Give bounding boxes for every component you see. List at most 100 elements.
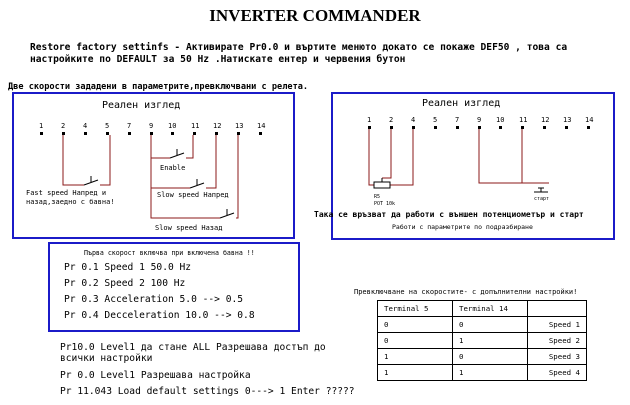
table-cell: Speed 4 <box>527 364 587 381</box>
pot-label-2: POT 10k <box>374 201 395 207</box>
speed-switch-table: Terminal 5 Terminal 14 0 0 Speed 1 0 1 S… <box>377 300 587 381</box>
right-terminal-label: 10 <box>496 116 504 124</box>
potentiometer-symbol <box>373 181 391 189</box>
right-terminal-dot <box>456 126 459 129</box>
switch-contact-slow-rev <box>219 212 235 219</box>
left-wire-fast-return <box>100 135 111 186</box>
params-box <box>48 242 300 332</box>
table-cell: Speed 1 <box>527 316 587 333</box>
two-speeds-heading: Две скорости зададени в параметрите,прев… <box>8 82 309 92</box>
right-terminal-label: 9 <box>477 116 481 124</box>
switch-contact-enable <box>169 152 185 159</box>
table-cell: 0 <box>452 316 528 333</box>
table-cell: 0 <box>452 348 528 365</box>
left-terminal-label: 5 <box>105 122 109 130</box>
restore-line-1: Restore factory settinfs - Активирате Pr… <box>30 42 568 53</box>
pot-label-1: R5 <box>374 194 380 200</box>
left-terminal-label: 1 <box>39 122 43 130</box>
table-cell: 1 <box>452 332 528 349</box>
table-cell: 1 <box>452 364 528 381</box>
right-terminal-dot <box>565 126 568 129</box>
table-cell: Speed 3 <box>527 348 587 365</box>
param-line: Pr 0.1 Speed 1 50.0 Hz <box>64 262 192 273</box>
right-caption-1: Така се връзват да работи с външен потен… <box>314 209 584 219</box>
right-terminal-dot <box>390 126 393 129</box>
left-terminal-dot <box>193 132 196 135</box>
right-terminal-label: 12 <box>541 116 549 124</box>
table-cell: 1 <box>377 364 453 381</box>
start-wire <box>478 129 534 184</box>
right-terminal-label: 5 <box>433 116 437 124</box>
param-line: Pr 0.3 Acceleration 5.0 --> 0.5 <box>64 294 244 305</box>
param-line: Pr 0.2 Speed 2 100 Hz <box>64 278 186 289</box>
note-level-all: Pr10.0 Level1 да стане ALL Разрешава дос… <box>60 342 326 353</box>
note-level-all-cont: всички настройки <box>60 353 153 364</box>
switch-contact-fast <box>83 179 99 186</box>
right-terminal-label: 1 <box>367 116 371 124</box>
right-terminal-dot <box>521 126 524 129</box>
table-cell: 0 <box>377 316 453 333</box>
right-terminal-dot <box>478 126 481 129</box>
right-terminal-label: 4 <box>411 116 415 124</box>
left-wire-slow-fwd-return <box>206 135 217 189</box>
table-header-cell <box>527 300 587 317</box>
table-header-cell: Terminal 14 <box>452 300 528 317</box>
left-terminal-label: 4 <box>83 122 87 130</box>
right-terminal-label: 11 <box>519 116 527 124</box>
right-diagram-frame <box>331 92 615 240</box>
table-header-cell: Terminal 5 <box>377 300 453 317</box>
note-load-defaults: Pr 11.043 Load default settings 0---> 1 … <box>60 386 355 397</box>
left-terminal-label: 2 <box>61 122 65 130</box>
pot-wire-wiper <box>382 129 392 179</box>
param-line: Pr 0.4 Decceleration 10.0 --> 0.8 <box>64 310 255 321</box>
page-title: INVERTER COMMANDER <box>209 6 421 25</box>
table-row: 0 1 Speed 2 <box>377 332 587 349</box>
left-terminal-dot <box>259 132 262 135</box>
table-header-row: Terminal 5 Terminal 14 <box>377 300 587 317</box>
left-terminal-dot <box>171 132 174 135</box>
right-diagram-title: Реален изглед <box>422 98 500 109</box>
table-row: 1 0 Speed 3 <box>377 348 587 365</box>
right-terminal-dot <box>587 126 590 129</box>
right-terminal-dot <box>499 126 502 129</box>
right-terminal-dot <box>543 126 546 129</box>
left-terminal-label: 11 <box>191 122 199 130</box>
left-wire-slow-rev-return <box>236 135 239 219</box>
left-diagram-title: Реален изглед <box>102 100 180 111</box>
pot-wire-3 <box>390 129 414 186</box>
fast-speed-label-1: Fast speed Напред и <box>26 189 106 197</box>
right-terminal-label: 2 <box>389 116 393 124</box>
left-wire-slow-rev <box>150 135 220 219</box>
left-terminal-dot <box>40 132 43 135</box>
left-terminal-label: 12 <box>213 122 221 130</box>
left-terminal-dot <box>62 132 65 135</box>
left-terminal-dot <box>150 132 153 135</box>
slow-reverse-label: Slow speed Назад <box>155 224 222 232</box>
right-terminal-label: 7 <box>455 116 459 124</box>
fast-speed-label-2: назад,заедно с бавна! <box>26 198 115 206</box>
table-cell: Speed 2 <box>527 332 587 349</box>
right-terminal-label: 14 <box>585 116 593 124</box>
table-row: 0 0 Speed 1 <box>377 316 587 333</box>
left-terminal-dot <box>237 132 240 135</box>
slow-forward-label: Slow speed Напред <box>157 191 229 199</box>
table-row: 1 1 Speed 4 <box>377 364 587 381</box>
left-terminal-dot <box>215 132 218 135</box>
right-terminal-dot <box>412 126 415 129</box>
restore-line-2: настройките по DEFAULT за 50 Hz .Натиска… <box>30 54 406 65</box>
enable-label: Enable <box>160 164 185 172</box>
right-terminal-dot <box>368 126 371 129</box>
right-terminal-dot <box>434 126 437 129</box>
left-wire-fast <box>62 135 84 186</box>
left-terminal-dot <box>128 132 131 135</box>
start-label: старт <box>534 196 549 202</box>
note-level1: Pr 0.0 Level1 Разрешава настройка <box>60 370 251 381</box>
restore-instructions: Restore factory settinfs - Активирате Pr… <box>30 42 567 66</box>
table-cell: 0 <box>377 332 453 349</box>
table-cell: 1 <box>377 348 453 365</box>
left-terminal-label: 13 <box>235 122 243 130</box>
switch-table-title: Превключване на скоростите- с допълнител… <box>354 288 578 296</box>
left-wire-enable-return <box>186 135 194 159</box>
